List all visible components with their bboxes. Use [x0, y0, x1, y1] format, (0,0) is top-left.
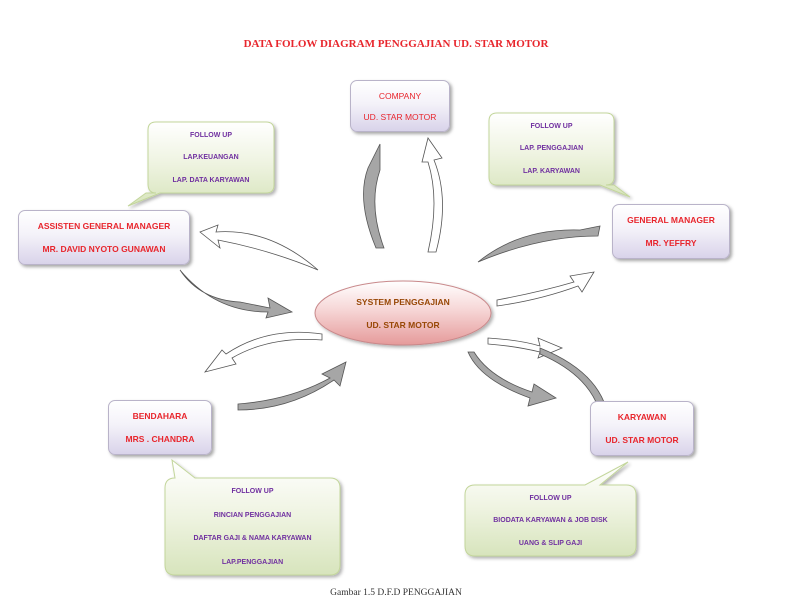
karyawan-line1: KARYAWAN	[617, 412, 667, 423]
callout-agm-line3: LAP. DATA KARYAWAN	[172, 177, 250, 185]
arrow-bendahara-out	[203, 331, 323, 373]
callout-agm: FOLLOW UP LAP.KEUANGAN LAP. DATA KARYAWA…	[148, 124, 274, 192]
bendahara-line1: BENDAHARA	[132, 411, 188, 422]
entity-agm: ASSISTEN GENERAL MANAGER MR. DAVID NYOTO…	[18, 210, 190, 265]
arrow-karyawan-in	[467, 351, 557, 407]
callout-agm-shape	[127, 121, 275, 207]
callout-karyawan-line2: BIODATA KARYAWAN & JOB DISK	[493, 517, 608, 525]
arrow-bendahara-in	[237, 361, 347, 411]
callout-bendahara: FOLLOW UP RINCIAN PENGGAJIAN DAFTAR GAJI…	[165, 480, 340, 574]
system-label-line2: UD. STAR MOTOR	[366, 319, 440, 330]
callout-gm-line3: LAP. KARYAWAN	[523, 168, 580, 176]
arrow-gm-out	[496, 271, 595, 307]
entity-bendahara: BENDAHARA MRS . CHANDRA	[108, 400, 212, 455]
callout-bendahara-line3: DAFTAR GAJI & NAMA KARYAWAN	[193, 535, 312, 543]
callout-karyawan-line1: FOLLOW UP	[529, 494, 572, 502]
entity-company: COMPANY UD. STAR MOTOR	[350, 80, 450, 132]
karyawan-line2: UD. STAR MOTOR	[605, 434, 679, 445]
callout-gm-shape	[488, 112, 631, 198]
diagram-title: DATA FOLOW DIAGRAM PENGGAJIAN UD. STAR M…	[243, 38, 549, 50]
figure-caption: Gambar 1.5 D.F.D PENGGAJIAN	[330, 588, 462, 598]
agm-line1: ASSISTEN GENERAL MANAGER	[37, 221, 171, 232]
system-label: SYSTEM PENGGAJIAN UD. STAR MOTOR	[316, 282, 490, 344]
system-ellipse	[314, 280, 492, 346]
company-line1: COMPANY	[378, 90, 422, 101]
agm-line2: MR. DAVID NYOTO GUNAWAN	[42, 243, 166, 254]
arrow-agm-in	[199, 224, 319, 271]
entity-karyawan: KARYAWAN UD. STAR MOTOR	[590, 401, 694, 456]
callout-karyawan-shape	[464, 461, 637, 557]
arrow-agm-out	[179, 269, 294, 319]
callout-bendahara-shape	[164, 458, 341, 576]
callout-karyawan-line3: UANG & SLIP GAJI	[518, 540, 583, 548]
gm-line2: MR. YEFFRY	[645, 237, 697, 248]
callout-karyawan: FOLLOW UP BIODATA KARYAWAN & JOB DISK UA…	[465, 487, 636, 555]
callout-agm-line2: LAP.KEUANGAN	[183, 154, 239, 162]
system-label-line1: SYSTEM PENGGAJIAN	[356, 296, 450, 307]
arrow-company-up	[421, 137, 443, 253]
callout-bendahara-line4: LAP.PENGGAJIAN	[221, 558, 284, 566]
arrow-gm-in	[477, 225, 601, 263]
arrow-company-down	[363, 143, 385, 249]
bendahara-line2: MRS . CHANDRA	[125, 433, 195, 444]
callout-bendahara-line1: FOLLOW UP	[231, 488, 274, 496]
gm-line1: GENERAL MANAGER	[627, 215, 715, 226]
callout-gm-line2: LAP. PENGGAJIAN	[519, 145, 584, 153]
callout-gm: FOLLOW UP LAP. PENGGAJIAN LAP. KARYAWAN	[489, 115, 614, 183]
company-line2: UD. STAR MOTOR	[363, 111, 437, 122]
callout-gm-line1: FOLLOW UP	[530, 122, 573, 130]
callout-bendahara-line2: RINCIAN PENGGAJIAN	[213, 511, 292, 519]
entity-gm: GENERAL MANAGER MR. YEFFRY	[612, 204, 730, 259]
callout-agm-line1: FOLLOW UP	[190, 131, 232, 139]
